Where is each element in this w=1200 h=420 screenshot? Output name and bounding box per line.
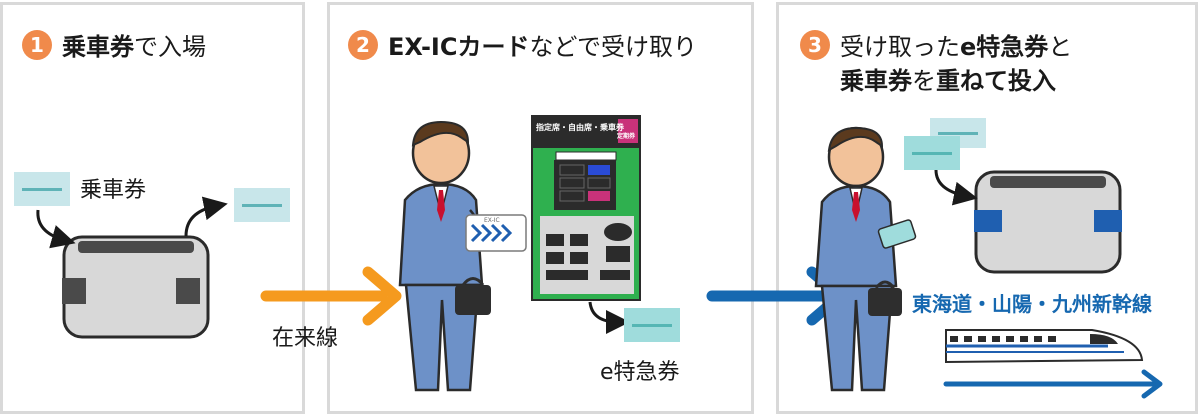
conventional-line-label: 在来線	[272, 326, 339, 351]
stacked-e-ticket-icon	[904, 136, 960, 170]
step-3-title: 受け取ったe特急券と 乗車券を重ねて投入	[840, 33, 1073, 95]
route-label: 東海道・山陽・九州新幹線	[912, 292, 1152, 316]
step-1-title: 乗車券で入場	[62, 33, 206, 61]
conventional-line-arrow	[260, 266, 402, 326]
machine-teiki: 定期券	[617, 133, 636, 140]
arrow-from-machine-icon	[588, 301, 630, 334]
step-1-badge: 1	[22, 30, 52, 60]
ticket-icon	[14, 172, 70, 206]
arrow-into-gate-2-icon	[934, 169, 978, 206]
e-ticket-icon	[624, 308, 680, 342]
businessman-figure-2	[814, 126, 917, 392]
arrow-out-gate-icon	[184, 196, 228, 237]
ticket-exit-icon	[234, 188, 290, 222]
step-3-heading: 3 受け取ったe特急券と 乗車券を重ねて投入	[800, 30, 1072, 98]
e-ticket-label: e特急券	[600, 360, 680, 385]
step-3-badge: 3	[800, 30, 830, 60]
ex-ic-card-icon	[465, 214, 527, 252]
arrow-into-gate-icon	[36, 209, 76, 249]
ticket-gate-icon	[62, 235, 210, 339]
ticket-machine-icon	[531, 115, 641, 301]
step-2-heading: 2 EX-ICカードなどで受け取り	[348, 30, 697, 64]
ex-ic-card-label: EX-IC	[484, 217, 500, 224]
step-1-heading: 1 乗車券で入場	[22, 30, 206, 64]
businessman-figure-1	[398, 120, 491, 392]
machine-header: 指定席・自由席・乗車券	[536, 123, 624, 132]
step-2-title: EX-ICカードなどで受け取り	[388, 33, 697, 61]
ticket-label: 乗車券	[80, 178, 147, 203]
ticket-gate-2-icon	[974, 170, 1122, 274]
shinkansen-train-icon	[945, 329, 1144, 364]
route-arrow	[943, 369, 1163, 399]
step-2-badge: 2	[348, 30, 378, 60]
